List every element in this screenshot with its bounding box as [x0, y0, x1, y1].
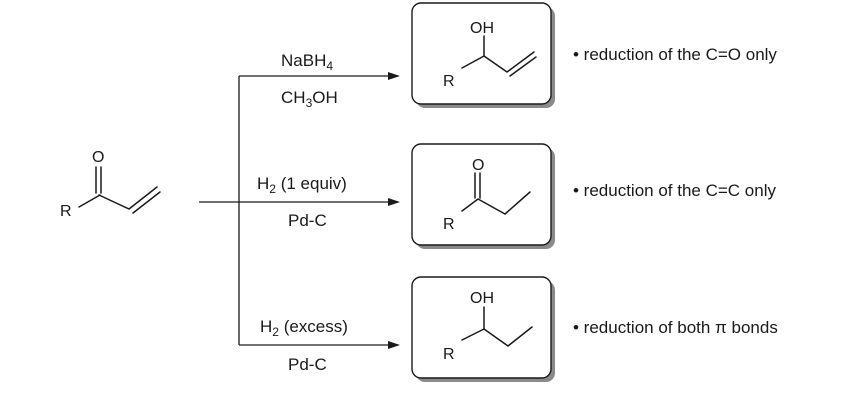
sm-oxygen-label: O: [92, 149, 104, 166]
product-2-oxygen-label: O: [472, 157, 484, 174]
product-2-r-label: R: [443, 216, 455, 233]
reagents-3: H2 (excess) Pd-C: [260, 317, 348, 374]
note-reaction-1: • reduction of the C=O only: [573, 45, 777, 64]
bottom-arrowhead: [388, 341, 400, 349]
reagents-2: H2 (1 equiv) Pd-C: [257, 174, 347, 230]
bond-r-carbonyl: [78, 194, 101, 208]
product-box-1-frame: [411, 2, 552, 105]
product-box-3-frame: [411, 276, 552, 379]
product-3-oh-label: OH: [470, 290, 494, 307]
product-1-chain: [461, 51, 535, 73]
main-arrowhead: [388, 198, 400, 206]
product-box-1: OH R: [411, 2, 555, 108]
sm-r-label: R: [60, 203, 72, 220]
alkene-second-bond: [132, 191, 161, 214]
top-arrowhead: [388, 72, 400, 80]
bond-chain: [98, 186, 158, 210]
reagent-nabh4: NaBH4: [281, 51, 333, 73]
product-1-r-label: R: [443, 73, 455, 90]
product-2-chain: [461, 191, 531, 215]
product-1-oh-label: OH: [470, 20, 494, 37]
reagent-h2-1equiv: H2 (1 equiv): [257, 174, 347, 196]
reagent-h2-excess: H2 (excess): [260, 317, 348, 339]
starting-material: O R: [60, 149, 161, 220]
product-1-alkene-bond: [509, 56, 537, 77]
reagent-methanol: CH3OH: [281, 88, 338, 110]
reagents-1: NaBH4 CH3OH: [281, 51, 338, 110]
reagent-pdc-2: Pd-C: [288, 211, 327, 230]
note-reaction-3: • reduction of both π bonds: [573, 318, 778, 337]
note-reaction-2: • reduction of the C=C only: [573, 181, 776, 200]
reagent-pdc-3: Pd-C: [288, 355, 327, 374]
product-box-2-frame: [411, 143, 552, 246]
product-box-2: O R: [411, 143, 555, 249]
product-3-r-label: R: [443, 346, 455, 363]
product-box-3: OH R: [411, 276, 555, 382]
product-3-chain: [461, 326, 533, 347]
arrow-system: [199, 72, 400, 349]
